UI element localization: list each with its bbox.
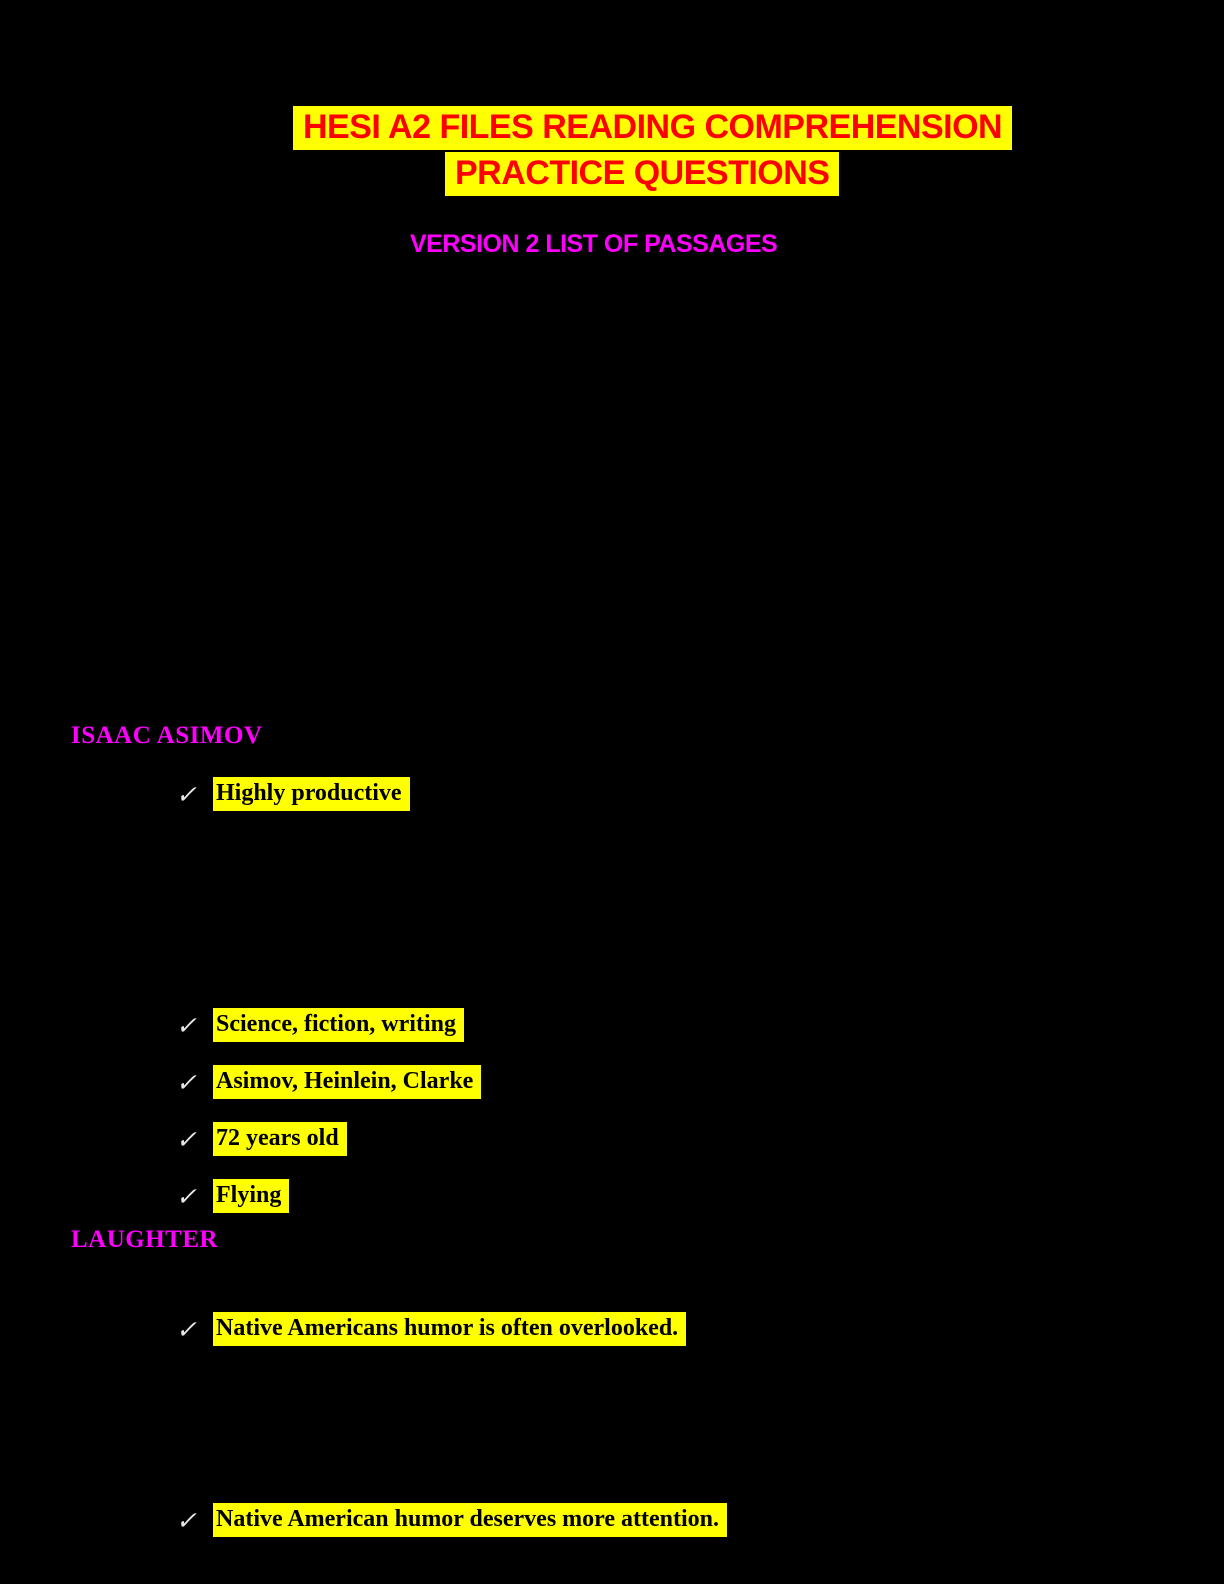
bullet-text-highlighted: Science, fiction, writing xyxy=(213,1008,464,1042)
bullet-text-highlighted: 72 years old xyxy=(213,1122,347,1156)
bullet-text-highlighted: Native Americans humor is often overlook… xyxy=(213,1312,687,1346)
check-icon: ✓ xyxy=(174,1314,203,1344)
bullet-item: ✓ Native Americans humor is often overlo… xyxy=(174,1312,687,1346)
document-title-line1: HESI A2 FILES READING COMPREHENSION xyxy=(293,106,1013,150)
document-title-line2: PRACTICE QUESTIONS xyxy=(445,152,840,196)
bullet-item: ✓ Science, fiction, writing xyxy=(174,1008,464,1042)
document-subtitle: VERSION 2 LIST OF PASSAGES xyxy=(410,230,778,258)
section-heading-isaac-asimov: ISAAC ASIMOV xyxy=(71,722,263,749)
bullet-item: ✓ Asimov, Heinlein, Clarke xyxy=(174,1065,482,1099)
bullet-item: ✓ 72 years old xyxy=(174,1122,347,1156)
bullet-item: ✓ Highly productive xyxy=(174,777,410,811)
section-heading-laughter: LAUGHTER xyxy=(71,1226,219,1253)
check-icon: ✓ xyxy=(174,1124,203,1154)
check-icon: ✓ xyxy=(174,1067,203,1097)
bullet-item: ✓ Native American humor deserves more at… xyxy=(174,1503,728,1537)
check-icon: ✓ xyxy=(174,779,203,809)
check-icon: ✓ xyxy=(174,1505,203,1535)
bullet-item: ✓ Flying xyxy=(174,1179,290,1213)
bullet-text-highlighted: Asimov, Heinlein, Clarke xyxy=(213,1065,482,1099)
bullet-text-highlighted: Native American humor deserves more atte… xyxy=(213,1503,728,1537)
check-icon: ✓ xyxy=(174,1010,203,1040)
bullet-text-highlighted: Flying xyxy=(213,1179,290,1213)
bullet-text-highlighted: Highly productive xyxy=(213,777,410,811)
check-icon: ✓ xyxy=(174,1181,203,1211)
